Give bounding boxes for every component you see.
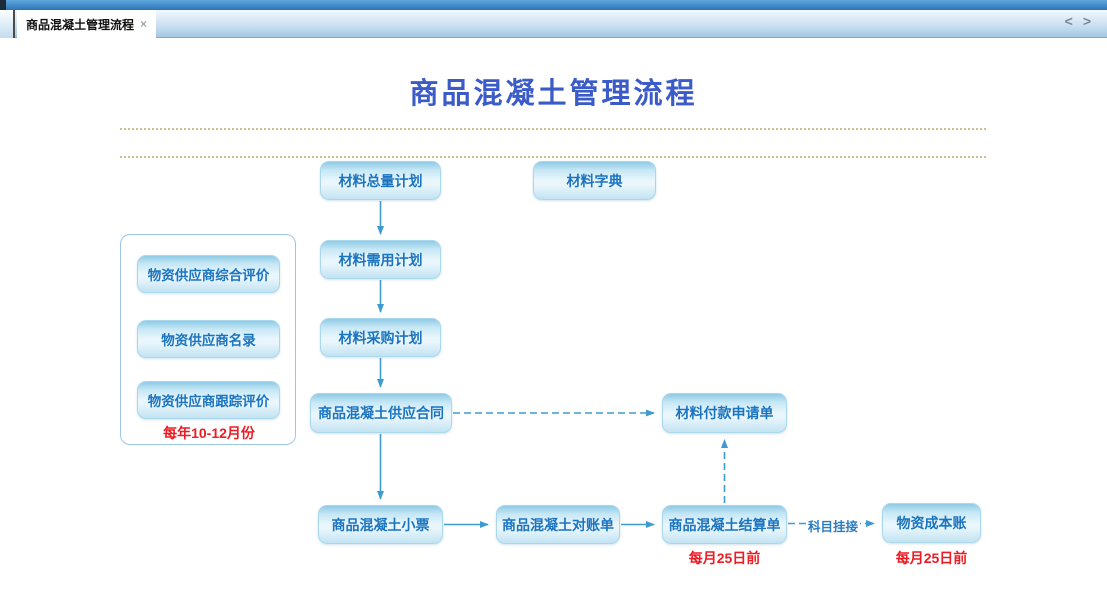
- node-concrete-settlement[interactable]: 商品混凝土结算单: [662, 505, 787, 544]
- window-corner: [0, 0, 6, 10]
- window-top-strip: [0, 0, 1107, 10]
- node-material-payment-request[interactable]: 材料付款申请单: [662, 393, 787, 433]
- tab-close-icon[interactable]: ×: [140, 17, 148, 31]
- tab-concrete-process[interactable]: 商品混凝土管理流程 ×: [17, 10, 157, 38]
- node-concrete-ticket[interactable]: 商品混凝土小票: [318, 505, 443, 544]
- node-concrete-statement[interactable]: 商品混凝土对账单: [496, 505, 620, 544]
- node-material-purchase-plan[interactable]: 材料采购计划: [320, 318, 441, 357]
- tab-scroll-right-icon[interactable]: >: [1082, 13, 1091, 29]
- node-material-cost-account[interactable]: 物资成本账: [882, 503, 981, 543]
- settlement-deadline-note: 每月25日前: [688, 550, 761, 566]
- page-title: 商品混凝土管理流程: [409, 76, 698, 110]
- supplier-group-deadline-note: 每年10-12月份: [163, 425, 255, 441]
- node-material-dictionary[interactable]: 材料字典: [533, 161, 656, 200]
- node-supplier-comprehensive-eval[interactable]: 物资供应商综合评价: [137, 255, 280, 293]
- cost-account-deadline-note: 每月25日前: [895, 550, 968, 566]
- edge-label-account-link: 科目挂接: [806, 516, 861, 535]
- node-material-need-plan[interactable]: 材料需用计划: [320, 240, 441, 279]
- tab-scroll-left-icon[interactable]: <: [1064, 13, 1073, 29]
- node-supplier-tracking-eval[interactable]: 物资供应商跟踪评价: [137, 381, 280, 419]
- supplier-evaluation-group: 物资供应商综合评价 物资供应商名录 物资供应商跟踪评价 每年10-12月份: [120, 234, 296, 445]
- dotted-separator-bottom: [120, 156, 986, 158]
- node-material-total-plan[interactable]: 材料总量计划: [320, 161, 441, 200]
- node-supplier-directory[interactable]: 物资供应商名录: [137, 320, 280, 358]
- tab-scroll-arrows: < >: [1065, 14, 1091, 28]
- tab-bar-left-stub[interactable]: [0, 10, 15, 38]
- tab-bar: [0, 10, 1107, 38]
- dotted-separator-top: [120, 128, 986, 130]
- node-concrete-supply-contract[interactable]: 商品混凝土供应合同: [310, 393, 452, 433]
- tab-label: 商品混凝土管理流程: [26, 17, 135, 32]
